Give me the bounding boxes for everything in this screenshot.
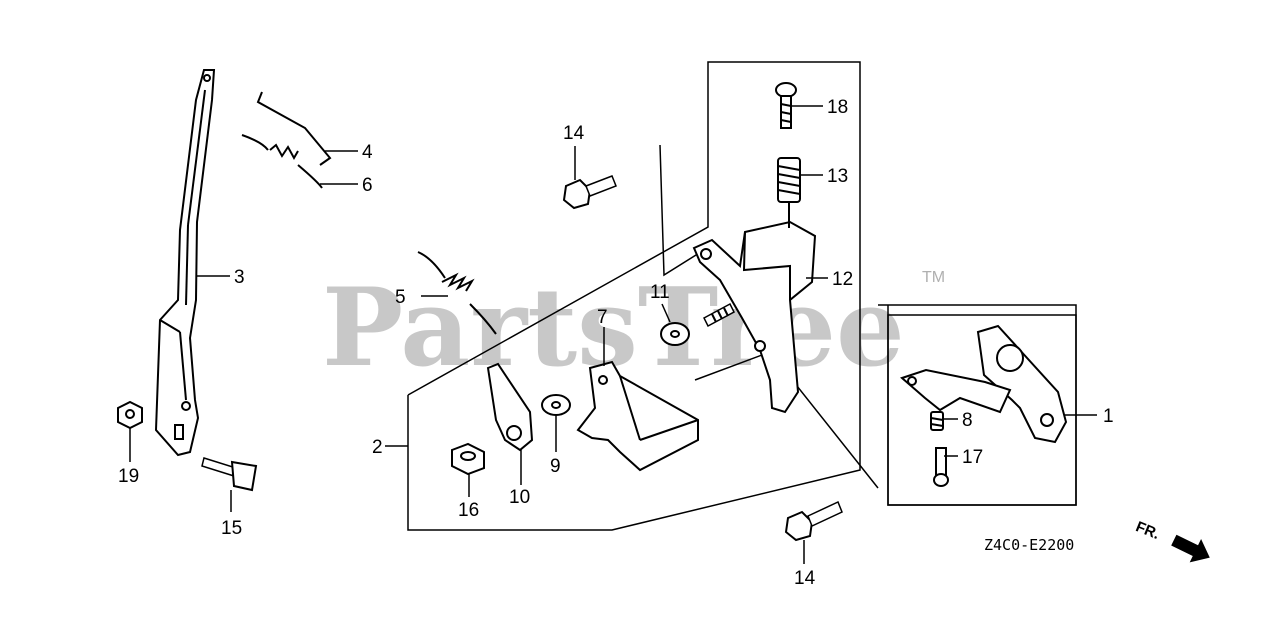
callout-18: 18 [827,97,848,118]
callout-3: 3 [234,267,245,288]
callout-13: 13 [827,166,848,187]
callout-15: 15 [221,518,242,539]
screw-18-part [775,82,797,129]
callout-16: 16 [458,500,479,521]
spring-13-part [777,157,801,228]
front-arrow-icon [1171,534,1210,563]
nut-19-part [117,400,143,430]
callout-14-lower: 14 [794,568,816,589]
callout-4: 4 [362,142,373,163]
callout-1: 1 [1103,406,1114,427]
flange-nut-part [451,442,485,476]
bracket-part [692,220,817,414]
callout-9: 9 [550,456,561,477]
front-marker-label: FR. [1133,518,1162,543]
lever-rod-part [154,69,216,457]
diagram-code: Z4C0-E2200 [984,536,1074,554]
assembly-outline-1 [878,304,1077,506]
bolt-14a-part [562,175,617,210]
washer-9-part [541,394,571,416]
governor-arm-part [576,360,699,472]
callout-17: 17 [962,447,983,468]
lever-arm-part [486,362,534,452]
stud-part [703,302,735,328]
spring-8-part [930,411,944,431]
callout-5: 5 [395,287,406,308]
callout-12: 12 [832,269,853,290]
callout-10: 10 [509,487,530,508]
tbolt-15-part [201,457,258,492]
callout-6: 6 [362,175,373,196]
bolt-14b-part [784,500,843,542]
callout-2: 2 [372,437,383,458]
callout-11: 11 [650,282,670,303]
control-base-part [900,324,1068,444]
return-spring-part [241,134,323,189]
throttle-rod-part [256,91,332,166]
callout-14-upper: 14 [563,123,585,144]
watermark-trademark: TM [922,269,945,286]
leader-lines [129,105,1097,564]
washer-11-part [660,322,690,346]
front-marker: FR. [1133,518,1210,563]
screw-17-part [933,447,949,487]
callout-8: 8 [962,410,973,431]
callout-19: 19 [118,466,139,487]
governor-spring-part [417,251,497,335]
callout-7: 7 [597,307,608,328]
